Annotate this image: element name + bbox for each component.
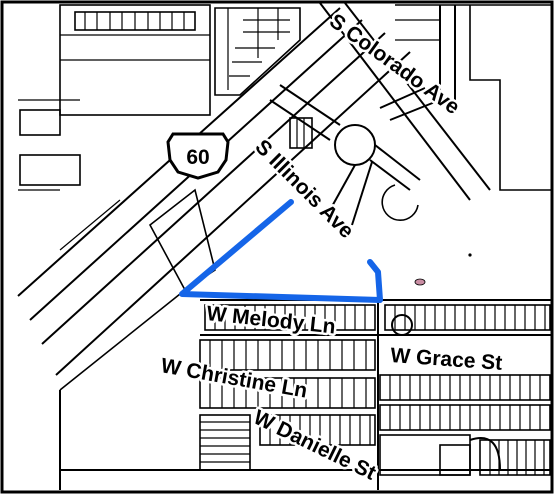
highlighted-parcel-boundary[interactable] — [179, 199, 383, 303]
upper-left-blocks — [18, 4, 211, 191]
roundabout-area — [269, 84, 441, 226]
highway-60-shield: 60 — [166, 132, 230, 180]
upper-right-blocks — [395, 4, 552, 191]
parcel-lines — [200, 305, 546, 475]
upper-subdivision — [214, 7, 301, 96]
shield-icon — [166, 132, 230, 180]
location-marker[interactable] — [414, 278, 426, 286]
highway-number: 60 — [186, 146, 209, 169]
point-dot — [468, 253, 472, 257]
